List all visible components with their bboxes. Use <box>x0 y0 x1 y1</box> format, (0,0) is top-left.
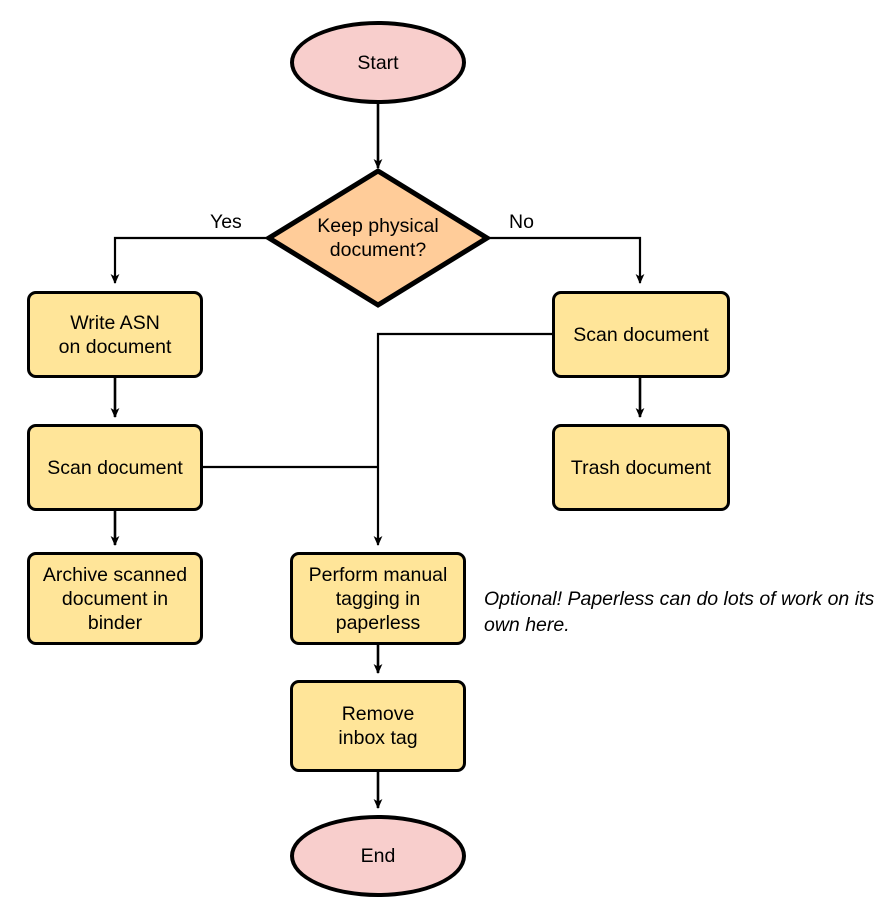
node-end[interactable]: End <box>290 815 466 897</box>
node-write-asn-label: Write ASN on document <box>58 311 172 358</box>
edge-label-yes: Yes <box>210 211 242 233</box>
node-archive-in-binder-label: Archive scanned document in binder <box>42 563 188 634</box>
node-trash-document[interactable]: Trash document <box>552 424 730 511</box>
node-remove-inbox-tag[interactable]: Remove inbox tag <box>290 680 466 772</box>
node-archive-in-binder[interactable]: Archive scanned document in binder <box>27 552 203 645</box>
edge-scan-right-to-manual-tagging <box>373 332 552 546</box>
node-scan-document-left-label: Scan document <box>47 456 183 479</box>
edge-decision-no-to-scan-right <box>488 236 645 284</box>
edge-decision-yes-to-write-asn <box>110 236 268 284</box>
node-scan-document-right[interactable]: Scan document <box>552 291 730 378</box>
node-manual-tagging[interactable]: Perform manual tagging in paperless <box>290 552 466 645</box>
node-keep-physical-document[interactable]: Keep physical document? <box>266 168 490 308</box>
node-write-asn[interactable]: Write ASN on document <box>27 291 203 378</box>
node-start[interactable]: Start <box>290 21 466 104</box>
node-trash-document-label: Trash document <box>570 456 712 479</box>
node-scan-document-left[interactable]: Scan document <box>27 424 203 511</box>
node-manual-tagging-label: Perform manual tagging in paperless <box>308 563 448 634</box>
node-end-label: End <box>360 845 396 867</box>
note-optional-paperless: Optional! Paperless can do lots of work … <box>484 588 875 636</box>
node-scan-document-right-label: Scan document <box>573 323 709 346</box>
node-keep-physical-document-label: Keep physical document? <box>317 215 439 261</box>
node-start-label: Start <box>357 51 399 74</box>
diamond-shape <box>266 168 490 308</box>
node-remove-inbox-tag-label: Remove inbox tag <box>338 703 418 749</box>
edge-label-no: No <box>509 211 534 233</box>
